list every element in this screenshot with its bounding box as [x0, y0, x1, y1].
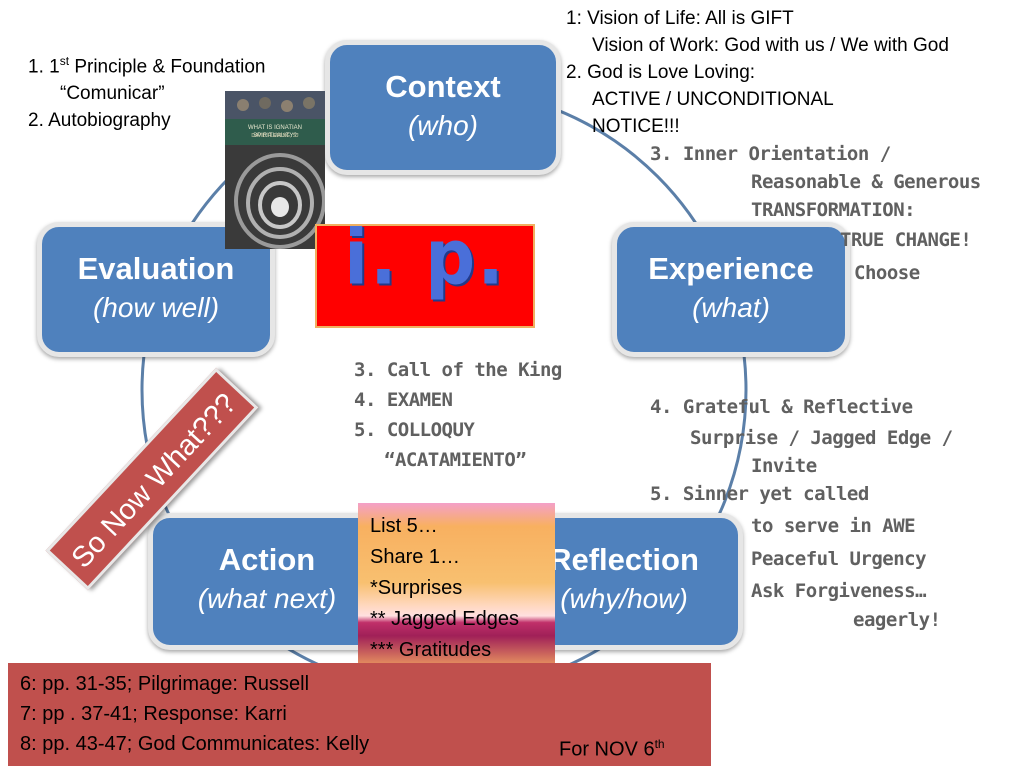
right-note-1: 3. Inner Orientation /: [650, 143, 891, 165]
node-context-subtitle: (who): [407, 110, 478, 141]
center-label: i. p. p.: [344, 224, 506, 326]
middle-note-2: 4. EXAMEN: [354, 389, 453, 411]
assignments-panel: 6: pp. 31-35; Pilgrimage: Russell 7: pp …: [8, 663, 711, 766]
node-action-title: Action: [218, 542, 316, 577]
right-note-5: Choose: [854, 262, 920, 284]
node-action-subtitle: (what next): [197, 583, 337, 614]
sticky-line-5: *** Gratitudes: [370, 639, 492, 661]
middle-note-1: 3. Call of the King: [354, 359, 562, 381]
right-note-4: TRUE CHANGE!: [840, 229, 972, 251]
lr-note-6: Peaceful Urgency: [751, 548, 927, 570]
lr-note-3: Invite: [751, 455, 817, 477]
left-note-2: “Comunicar”: [60, 83, 165, 105]
sticky-line-4: ** Jagged Edges: [370, 608, 520, 630]
top-note-3: 2. God is Love Loving:: [566, 62, 756, 83]
middle-notes: 3. Call of the King 4. EXAMEN 5. COLLOQU…: [354, 355, 562, 475]
lr-note-4: 5. Sinner yet called: [650, 483, 869, 505]
top-note-4: ACTIVE / UNCONDITIONAL: [592, 89, 834, 110]
sticky-line-2: Share 1…: [370, 546, 461, 568]
right-note-2: Reasonable & Generous: [751, 171, 981, 193]
lr-note-5: to serve in AWE: [751, 515, 916, 537]
right-notes: 3. Inner Orientation / Reasonable & Gene…: [650, 140, 981, 290]
top-note-5: NOTICE!!!: [592, 116, 680, 137]
sticky-note: List 5… Share 1… *Surprises ** Jagged Ed…: [358, 503, 555, 669]
sticky-line-1: List 5…: [370, 515, 438, 537]
node-reflection-subtitle: (why/how): [560, 583, 688, 614]
node-context-title: Context: [385, 69, 501, 104]
node-context: Context (who): [325, 40, 561, 175]
due-date-sup: th: [654, 737, 665, 751]
due-date-text: For NOV 6: [559, 738, 655, 761]
assignment-3: 8: pp. 43-47; God Communicates: Kelly: [20, 733, 370, 755]
book-cover-art: [225, 91, 325, 249]
left-note-1: 1. 1st Principle & Foundation: [28, 48, 266, 80]
left-notes: 1. 1st Principle & Foundation “Comunicar…: [28, 48, 266, 134]
right-note-3: TRANSFORMATION:: [751, 199, 916, 221]
sticky-line-3: *Surprises: [370, 577, 463, 599]
node-evaluation-title: Evaluation: [77, 251, 235, 286]
due-date: For NOV 6th: [559, 729, 665, 765]
assignment-2: 7: pp . 37-41; Response: Karri: [20, 703, 287, 725]
node-action: Action (what next): [148, 513, 386, 650]
assignment-1: 6: pp. 31-35; Pilgrimage: Russell: [20, 673, 310, 695]
left-note-3: 2. Autobiography: [28, 110, 171, 132]
left-note-1-post: Principle & Foundation: [69, 56, 266, 78]
middle-note-3: 5. COLLOQUY: [354, 419, 475, 441]
top-notes: 1: Vision of Life: All is GIFT Vision of…: [566, 5, 949, 140]
node-reflection-title: Reflection: [549, 542, 699, 577]
left-note-1-pre: 1. 1: [28, 56, 60, 78]
top-note-2: Vision of Work: God with us / We with Go…: [592, 35, 949, 56]
lr-note-2: Surprise / Jagged Edge /: [690, 427, 953, 449]
lower-right-notes: 4. Grateful & Reflective Surprise / Jagg…: [650, 392, 953, 633]
book-cover-image: WHAT IS IGNATIAN SPIRITUALITY? DAVID FLE…: [225, 91, 325, 249]
lr-note-7: Ask Forgiveness…: [751, 580, 927, 602]
node-experience-subtitle: (what): [692, 292, 770, 323]
node-evaluation-subtitle: (how well): [92, 292, 220, 323]
middle-note-4: “ACATAMIENTO”: [384, 449, 527, 471]
left-note-1-sup: st: [59, 54, 70, 68]
book-author: DAVID FLEMING, SJ: [251, 133, 299, 139]
lr-note-1: 4. Grateful & Reflective: [650, 396, 913, 418]
book-title: WHAT IS IGNATIAN SPIRITUALITY?: [247, 125, 302, 139]
top-note-1: 1: Vision of Life: All is GIFT: [566, 8, 794, 29]
node-experience: Experience (what): [612, 222, 850, 357]
lr-note-8: eagerly!: [853, 609, 941, 631]
center-label-box: i. p. p.: [315, 224, 535, 328]
node-experience-title: Experience: [648, 251, 814, 286]
